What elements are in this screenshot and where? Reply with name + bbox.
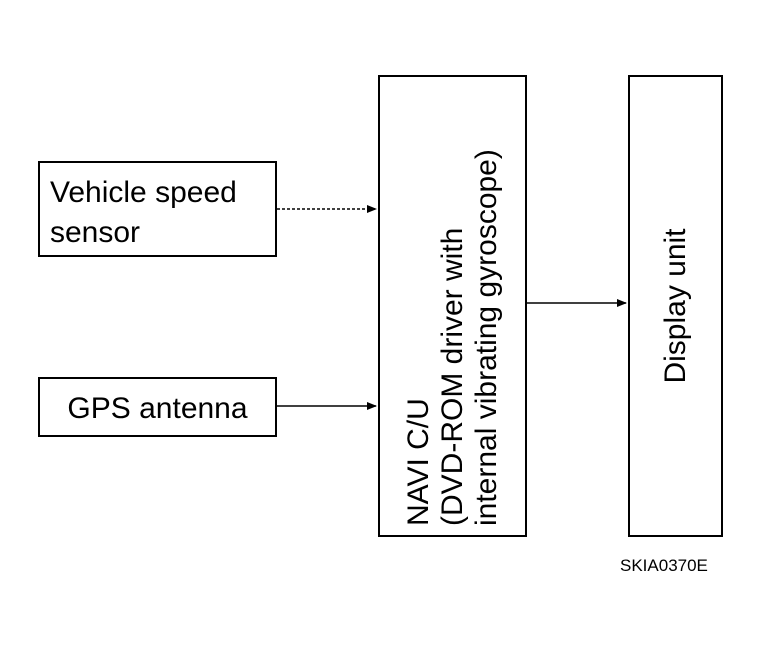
gps-antenna-box: GPS antenna (38, 377, 277, 437)
navi-label-line-1: NAVI C/U (401, 398, 435, 526)
gps-antenna-label: GPS antenna (67, 392, 248, 425)
vehicle-speed-sensor-box: Vehicle speed sensor (38, 161, 277, 257)
navi-control-unit-label: NAVI C/U (DVD-ROM driver with internal v… (402, 86, 504, 526)
navi-control-unit-box: NAVI C/U (DVD-ROM driver with internal v… (378, 75, 527, 537)
display-unit-box: Display unit (628, 75, 723, 537)
diagram-code: SKIA0370E (620, 556, 708, 575)
navi-label-line-3: internal vibrating gyroscope) (469, 149, 503, 526)
navi-label-line-2: (DVD-ROM driver with (435, 227, 469, 526)
vehicle-speed-sensor-label: Vehicle speed sensor (50, 176, 237, 249)
display-unit-label: Display unit (658, 228, 692, 384)
